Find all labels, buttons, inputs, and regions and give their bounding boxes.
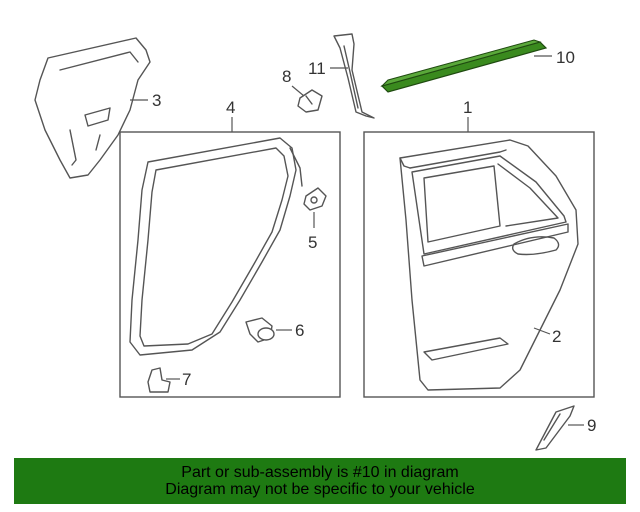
part-7-bracket[interactable] (147, 367, 171, 393)
notice-banner: Part or sub-assembly is #10 in diagram D… (14, 458, 626, 504)
callout-10: 10 (556, 48, 575, 67)
part-11-pillar-garnish[interactable] (333, 33, 375, 119)
part-6-grommet[interactable] (245, 317, 275, 343)
callout-11: 11 (308, 59, 326, 78)
part-3-trim-panel[interactable] (34, 37, 151, 179)
part-1-door-shell[interactable] (399, 139, 579, 391)
callout-2: 2 (552, 327, 561, 346)
group-1-box (363, 117, 595, 398)
callout-1: 1 (463, 98, 472, 117)
callout-3: 3 (152, 91, 161, 110)
leader-2 (533, 327, 551, 335)
callout-6: 6 (295, 321, 304, 340)
callout-8: 8 (282, 67, 291, 86)
part-4-weatherstrip[interactable] (129, 137, 303, 356)
group-4-box (119, 117, 341, 398)
callout-7: 7 (182, 370, 191, 389)
banner-line-2: Diagram may not be specific to your vehi… (165, 481, 475, 498)
part-5-clip[interactable] (303, 187, 327, 211)
callout-4: 4 (226, 98, 235, 117)
banner-background (14, 458, 626, 504)
part-10-belt-moulding[interactable] (380, 39, 548, 93)
callout-9: 9 (587, 416, 596, 435)
banner-line-1: Part or sub-assembly is #10 in diagram (181, 464, 459, 481)
part-9-trim-piece[interactable] (535, 405, 575, 451)
callout-5: 5 (308, 233, 317, 252)
leader-8 (291, 85, 305, 97)
